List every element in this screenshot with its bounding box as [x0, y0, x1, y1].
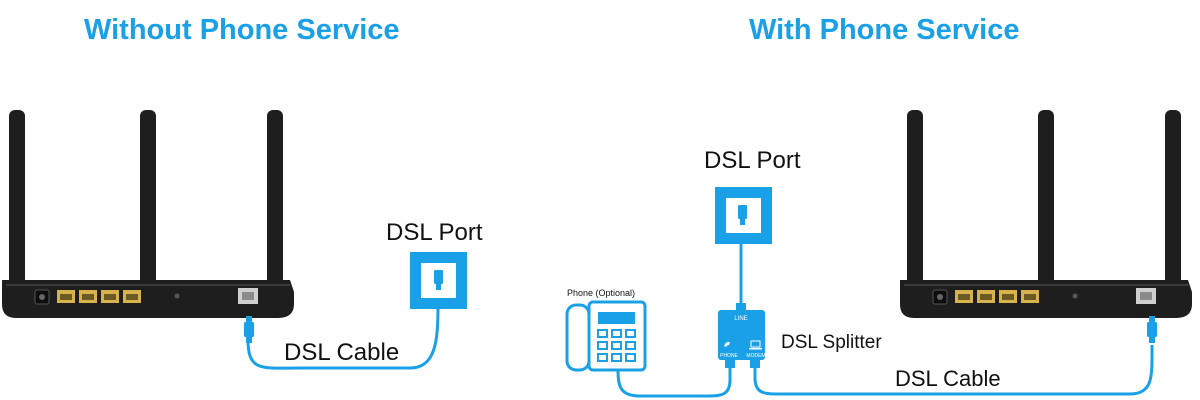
wall-socket-icon [715, 187, 772, 244]
heading-without-phone-service: Without Phone Service [84, 14, 400, 46]
dsl-cable-label-right: DSL Cable [895, 366, 1001, 391]
splitter-phone-label: PHONE [720, 353, 738, 359]
router-icon [1, 109, 295, 319]
rj11-plug-icon [1147, 316, 1157, 343]
dsl-splitter-label: DSL Splitter [781, 332, 882, 353]
dsl-cable-line-left [246, 262, 440, 370]
wall-socket-icon [410, 252, 467, 309]
telephone-icon [565, 300, 647, 372]
phone-cable [616, 360, 732, 398]
dsl-cable-line-right [753, 345, 1154, 396]
dsl-cable-label-left: DSL Cable [284, 339, 399, 366]
router-icon [899, 109, 1193, 319]
rj11-plug-icon [244, 316, 254, 343]
splitter-line-label: LINE [734, 316, 747, 322]
phone-optional-label: Phone (Optional) [567, 288, 635, 298]
splitter-icon: LINE PHONE MODEM [718, 303, 766, 360]
heading-with-phone-service: With Phone Service [749, 14, 1020, 46]
dsl-port-label-left: DSL Port [386, 219, 483, 246]
splitter-modem-label: MODEM [746, 353, 765, 359]
dsl-port-label-right: DSL Port [704, 147, 801, 174]
